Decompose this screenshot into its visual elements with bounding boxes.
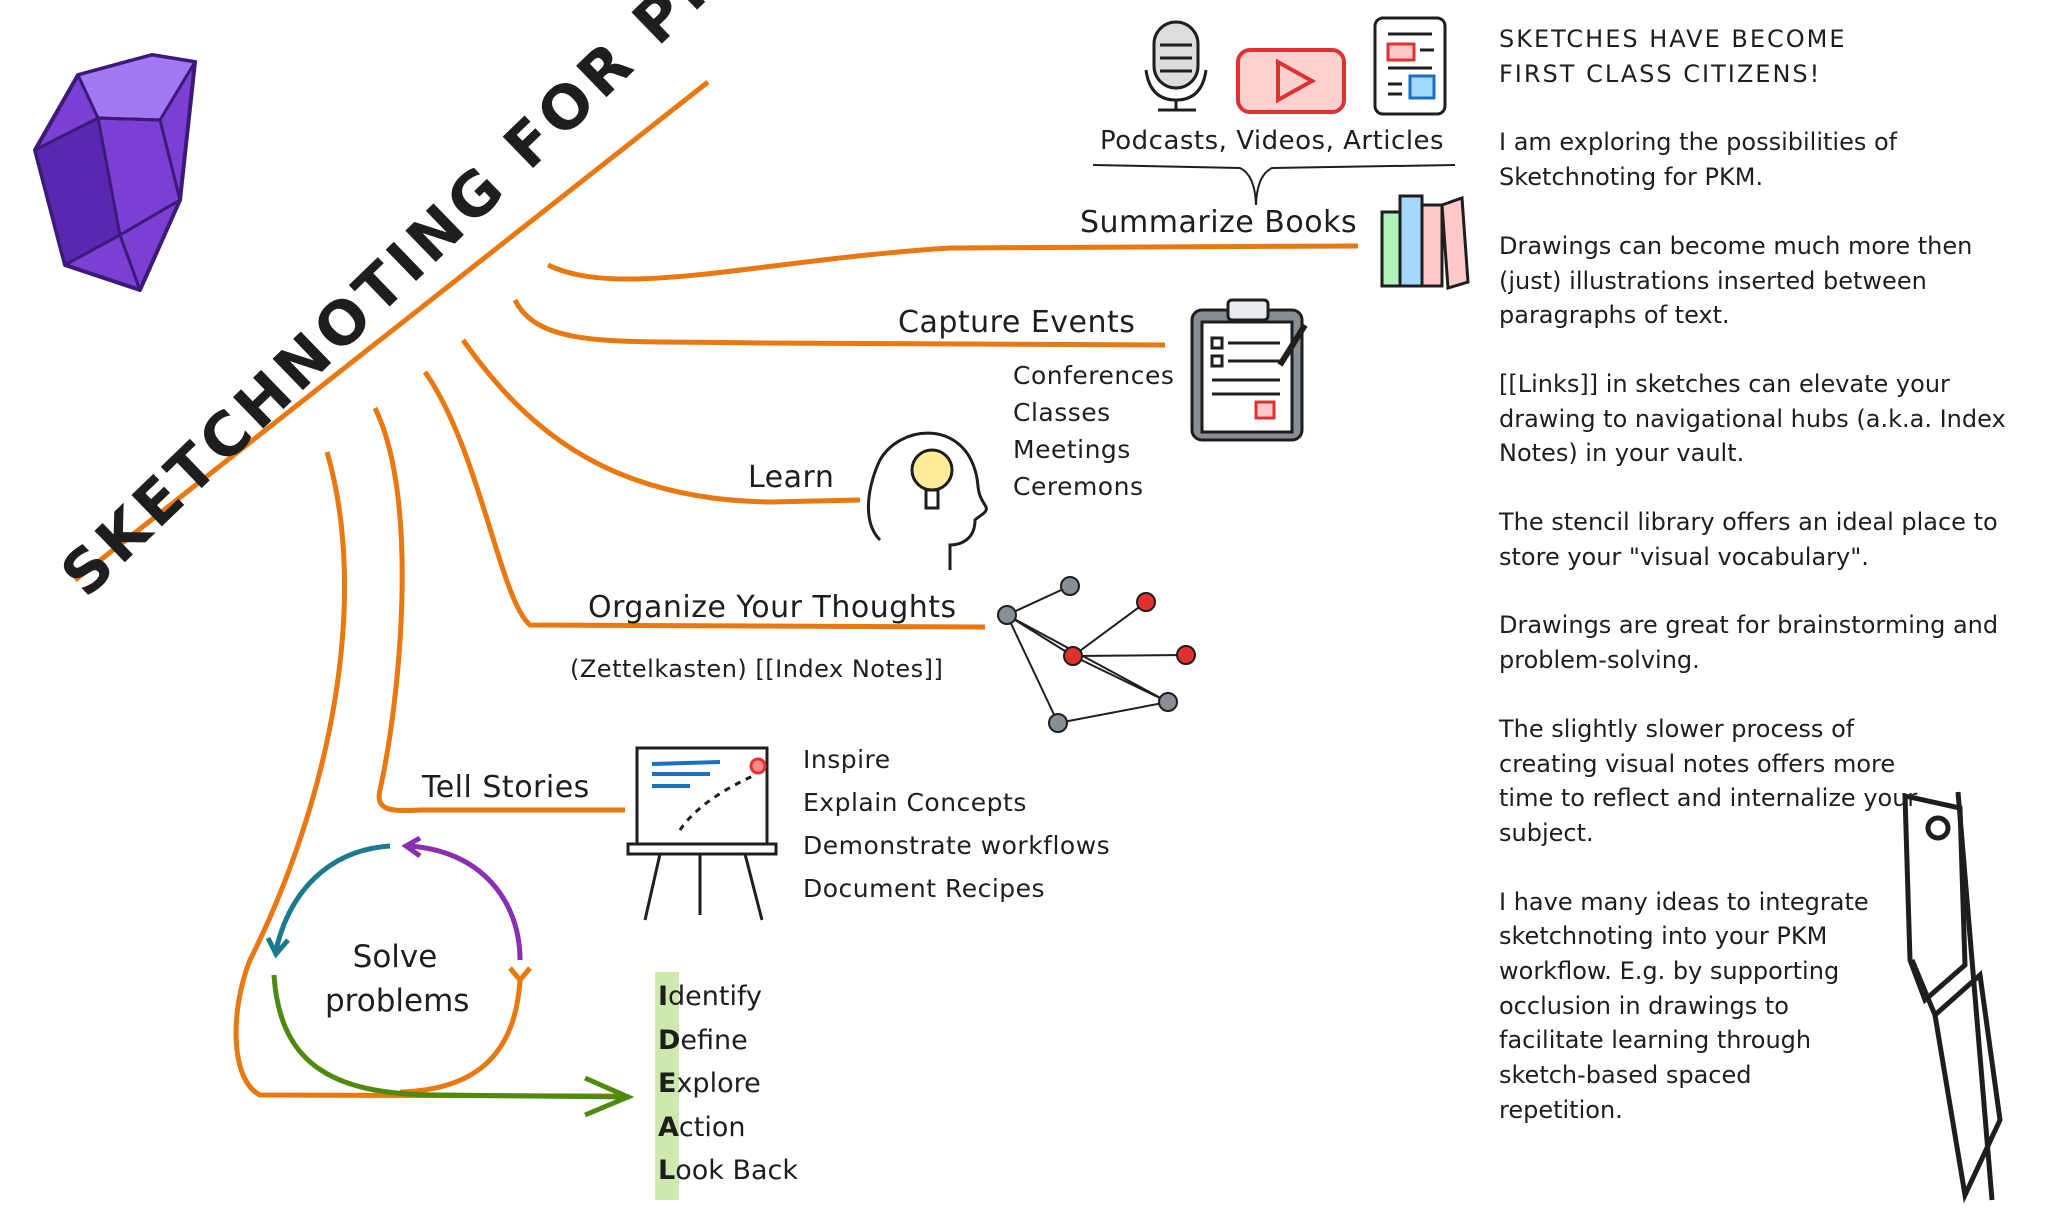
side-notes: SKETCHES HAVE BECOME FIRST CLASS CITIZEN… (1499, 22, 2034, 1162)
ideal-rest: ook Back (675, 1155, 799, 1186)
capture-item: Conferences (1013, 361, 1175, 390)
capture-item: Meetings (1013, 435, 1131, 464)
branch-solve-line (233, 451, 621, 1099)
obsidian-crystal-icon (33, 53, 198, 292)
side-paragraph: The slightly slower process of creating … (1499, 714, 1918, 847)
ideal-list: Identify Define Explore Action Look Back (658, 975, 798, 1193)
ideal-row: Look Back (658, 1149, 798, 1193)
ideal-row: Identify (658, 975, 798, 1019)
tell-item: Inspire (803, 745, 891, 774)
pen-nib-icon (1902, 791, 2003, 1204)
branch-summarize-line (546, 243, 1359, 282)
ideal-letter: L (658, 1155, 676, 1186)
side-paragraph: Drawings can become much more then (just… (1499, 231, 1973, 330)
ideal-rest: xplore (676, 1068, 761, 1099)
side-heading: SKETCHES HAVE BECOME FIRST CLASS CITIZEN… (1499, 22, 2034, 91)
branch-learn-label: Learn (748, 460, 835, 495)
side-heading-line: SKETCHES HAVE BECOME (1499, 25, 1847, 53)
ideal-row: Action (658, 1106, 798, 1150)
ideal-row: Explore (658, 1062, 798, 1106)
branch-tell-label: Tell Stories (422, 770, 590, 805)
organize-sub-label: (Zettelkasten) [[Index Notes]] (570, 655, 944, 683)
books-icon (1380, 194, 1470, 290)
head-lightbulb-icon (866, 431, 988, 570)
media-brace (1092, 164, 1456, 206)
microphone-icon (1144, 20, 1208, 112)
media-label: Podcasts, Videos, Articles (1100, 126, 1445, 156)
tell-item: Demonstrate workflows (803, 831, 1111, 860)
ideal-letter: D (658, 1024, 681, 1056)
ideal-row: Define (658, 1019, 798, 1063)
branch-learn-line (460, 338, 861, 505)
ideal-rest: efine (680, 1024, 748, 1056)
side-heading-line: FIRST CLASS CITIZENS! (1499, 59, 1822, 88)
youtube-icon (1236, 48, 1346, 114)
branch-tell-line (372, 406, 625, 814)
side-paragraph: Drawings are great for brainstorming and… (1499, 611, 1999, 675)
ideal-letter: A (658, 1111, 679, 1143)
article-icon (1373, 16, 1447, 116)
branch-organize-line (422, 370, 986, 630)
side-paragraph: I have many ideas to integrate sketchnot… (1499, 887, 1869, 1124)
solve-problems-label: Solve problems (325, 935, 469, 1023)
problem-cycle-icon (265, 835, 635, 1118)
branch-organize-label: Organize Your Thoughts (588, 590, 957, 625)
solve-line-1: Solve (352, 939, 438, 975)
ideal-highlight (655, 972, 679, 1200)
tell-item: Explain Concepts (803, 788, 1027, 817)
solve-line-2: problems (325, 983, 470, 1019)
clipboard-icon (1190, 298, 1308, 442)
whiteboard-easel-icon (626, 746, 778, 921)
ideal-rest: ction (678, 1111, 746, 1143)
capture-item: Classes (1013, 398, 1111, 427)
network-graph-icon (997, 576, 1196, 733)
ideal-rest: dentify (668, 981, 763, 1012)
trunk-line (73, 80, 710, 582)
side-paragraph: The stencil library offers an ideal plac… (1499, 508, 1998, 571)
branch-capture-label: Capture Events (898, 305, 1136, 340)
capture-item: Ceremons (1013, 472, 1144, 501)
ideal-letter: E (658, 1068, 677, 1099)
branch-capture-line (512, 298, 1166, 348)
side-paragraph: [[Links]] in sketches can elevate your d… (1499, 369, 2006, 468)
branch-summarize-label: Summarize Books (1080, 205, 1358, 240)
side-paragraph: I am exploring the possibilities of Sket… (1499, 128, 1898, 192)
tell-item: Document Recipes (803, 874, 1046, 903)
ideal-letter: I (658, 981, 669, 1012)
